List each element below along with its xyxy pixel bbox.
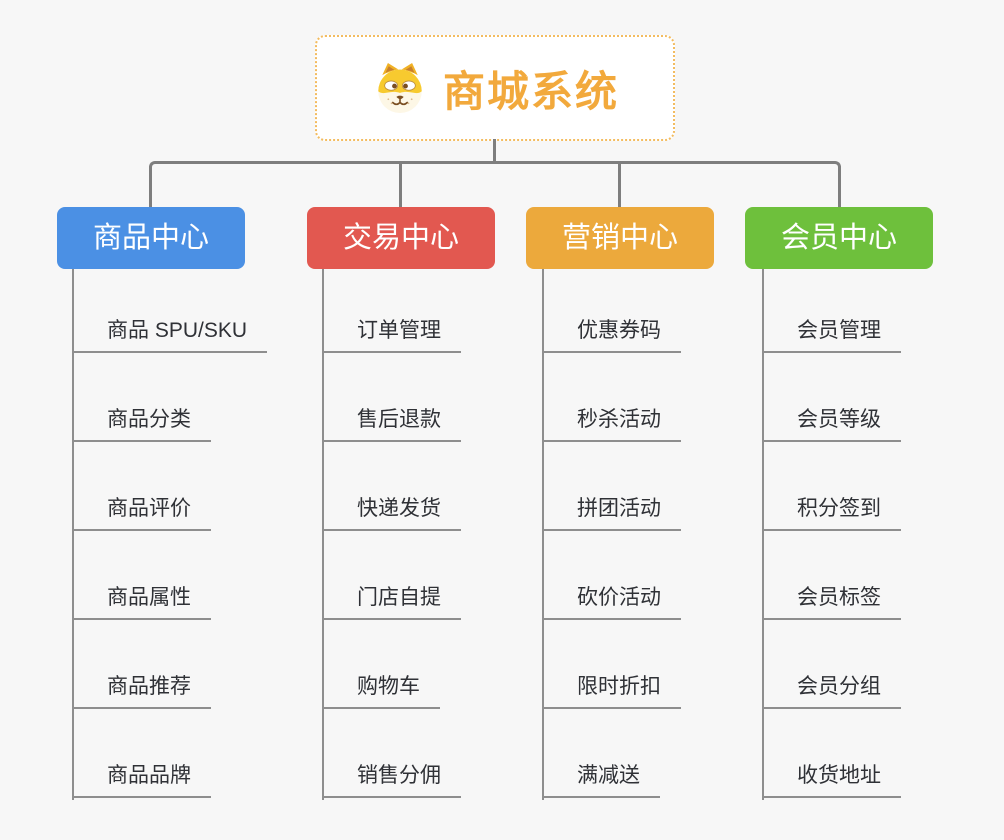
shiba-dog-icon (371, 61, 429, 115)
leaf-topic[interactable]: 快递发货 (322, 492, 461, 531)
leaf-topic[interactable]: 售后退款 (322, 403, 461, 442)
branch-column-marketing: 优惠券码 秒杀活动 拼团活动 砍价活动 限时折扣 满减送 (542, 269, 792, 809)
leaf-topic[interactable]: 满减送 (542, 759, 660, 798)
leaf-topic[interactable]: 商品评价 (72, 492, 211, 531)
connector-root-stem (493, 139, 496, 163)
leaf-topic[interactable]: 商品品牌 (72, 759, 211, 798)
leaf-topic[interactable]: 商品 SPU/SKU (72, 314, 268, 353)
root-topic[interactable]: 商城系统 (315, 35, 675, 141)
leaf-topic[interactable]: 会员管理 (762, 314, 901, 353)
leaf-topic[interactable]: 拼团活动 (542, 492, 681, 531)
connector-bus-right (495, 161, 841, 207)
branch-column-trade: 订单管理 售后退款 快递发货 门店自提 购物车 销售分佣 (322, 269, 572, 809)
branch-product-center[interactable]: 商品中心 (57, 207, 245, 269)
branch-line (322, 269, 324, 800)
connector-drop-marketing (618, 163, 621, 207)
leaf-topic[interactable]: 商品属性 (72, 581, 211, 620)
leaf-topic[interactable]: 优惠券码 (542, 314, 681, 353)
branch-trade-center[interactable]: 交易中心 (307, 207, 495, 269)
leaf-topic[interactable]: 会员分组 (762, 670, 901, 709)
leaf-topic[interactable]: 收货地址 (762, 759, 901, 798)
branch-line (72, 269, 74, 800)
branch-member-center[interactable]: 会员中心 (745, 207, 933, 269)
leaf-topic[interactable]: 会员等级 (762, 403, 901, 442)
leaf-topic[interactable]: 秒杀活动 (542, 403, 681, 442)
branch-column-member: 会员管理 会员等级 积分签到 会员标签 会员分组 收货地址 (762, 269, 1004, 809)
connector-drop-trade (399, 163, 402, 207)
leaf-topic[interactable]: 会员标签 (762, 581, 901, 620)
leaf-topic[interactable]: 砍价活动 (542, 581, 681, 620)
branch-marketing-center[interactable]: 营销中心 (526, 207, 714, 269)
leaf-topic[interactable]: 限时折扣 (542, 670, 681, 709)
leaf-topic[interactable]: 积分签到 (762, 492, 901, 531)
leaf-topic[interactable]: 销售分佣 (322, 759, 461, 798)
leaf-topic[interactable]: 商品分类 (72, 403, 211, 442)
branch-column-product: 商品 SPU/SKU 商品分类 商品评价 商品属性 商品推荐 商品品牌 (72, 269, 322, 809)
branch-line (762, 269, 764, 800)
branch-line (542, 269, 544, 800)
leaf-topic[interactable]: 商品推荐 (72, 670, 211, 709)
leaf-topic[interactable]: 购物车 (322, 670, 440, 709)
root-topic-label: 商城系统 (442, 67, 619, 115)
leaf-topic[interactable]: 订单管理 (322, 314, 461, 353)
leaf-topic[interactable]: 门店自提 (322, 581, 461, 620)
connector-bus-left (149, 161, 495, 207)
